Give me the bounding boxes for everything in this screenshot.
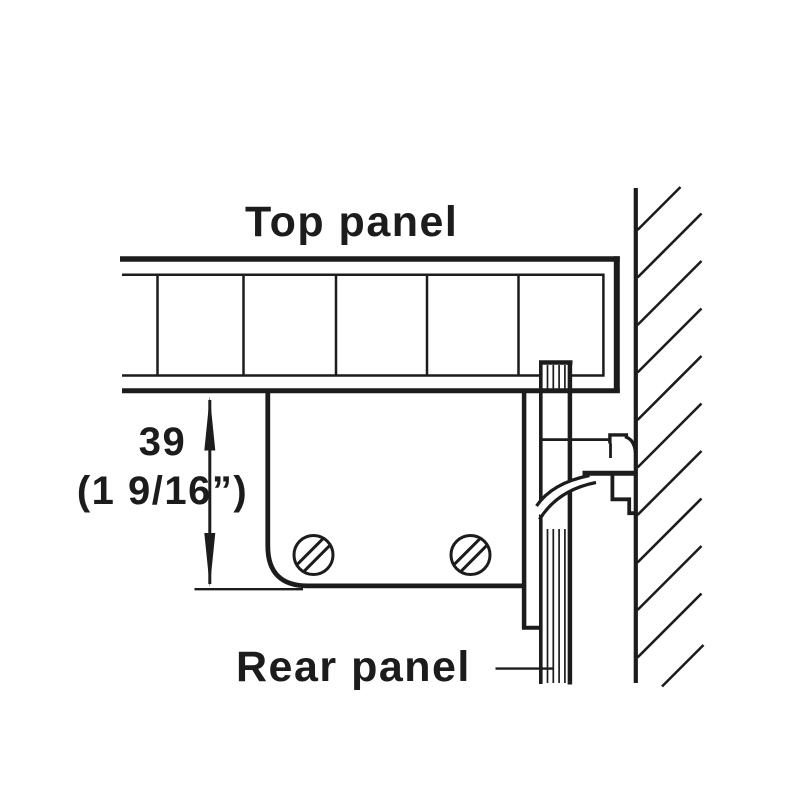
wall-plate-tab bbox=[608, 433, 638, 457]
wall-hatching bbox=[636, 186, 705, 688]
rear-panel-stripes-top bbox=[546, 365, 566, 390]
hanger-hook bbox=[533, 473, 597, 521]
dimension-arrow bbox=[194, 396, 303, 591]
arrow-down-icon bbox=[204, 533, 216, 587]
rear-panel bbox=[539, 360, 573, 685]
screw-slot-icon bbox=[453, 537, 488, 573]
hanger-housing-outline bbox=[265, 391, 526, 589]
hook-lower-curve bbox=[538, 480, 597, 521]
top-panel bbox=[120, 256, 620, 394]
dimension-label: 39 (1 9/16”) bbox=[40, 418, 285, 516]
screw-head-icon bbox=[449, 534, 492, 576]
hanger-housing bbox=[265, 391, 541, 630]
screw-slot-icon bbox=[296, 537, 331, 573]
top-panel-inner-skin bbox=[122, 273, 605, 376]
screw-head-icon bbox=[292, 534, 335, 576]
top-panel-core-dividers bbox=[156, 274, 520, 376]
dimension-value-mm: 39 bbox=[138, 420, 187, 464]
hook-upper-curve bbox=[535, 473, 590, 507]
fixing-screw-left bbox=[292, 534, 335, 576]
fixing-screw-right bbox=[449, 534, 492, 576]
wall bbox=[633, 186, 705, 688]
top-panel-label: Top panel bbox=[245, 198, 459, 246]
dimension-value-inch: (1 9/16”) bbox=[76, 469, 249, 513]
wall-plate-lower-step bbox=[610, 475, 637, 516]
rear-panel-stripes-bottom bbox=[546, 529, 566, 683]
rear-panel-label: Rear panel bbox=[236, 643, 471, 691]
arrow-up-icon bbox=[204, 396, 216, 451]
hook-mask bbox=[533, 473, 594, 516]
